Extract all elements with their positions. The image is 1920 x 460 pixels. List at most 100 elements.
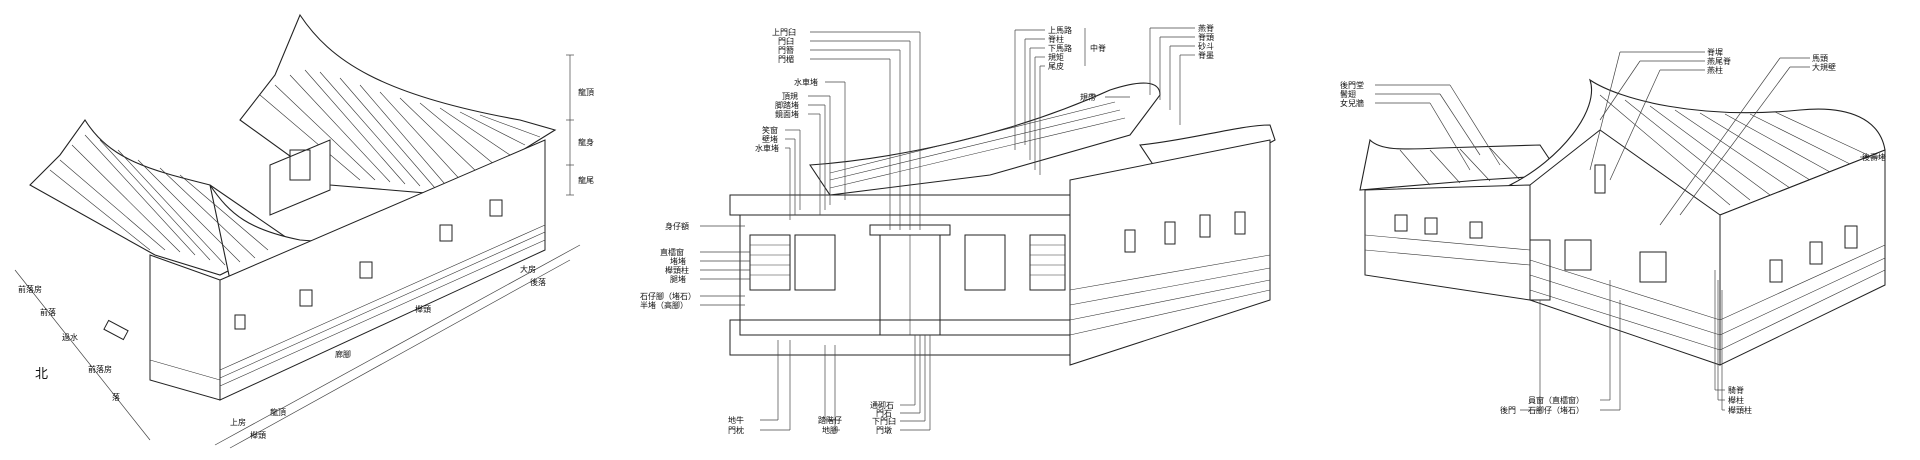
label-left-r5: 櫸頭 bbox=[415, 305, 431, 314]
label-mid-b1: 門枕 bbox=[728, 425, 744, 435]
leaders-top-mid bbox=[1014, 28, 1086, 175]
label-mid-tl3: 門楣 bbox=[778, 54, 794, 64]
label-mid-group: 中脊 bbox=[1090, 43, 1106, 53]
left-lattice-window bbox=[749, 234, 791, 291]
label-left-f0: 前落房 bbox=[18, 284, 42, 294]
label-mid-b5: 門石 bbox=[876, 409, 892, 418]
side-windows bbox=[234, 199, 503, 330]
label-left-f4: 落 bbox=[112, 392, 120, 402]
label-mid-l3: 鏡面堵 bbox=[775, 109, 799, 119]
label-mid-tl0: 上門臼 bbox=[772, 27, 796, 37]
label-mid-tm2: 下馬路 bbox=[1048, 43, 1072, 53]
label-mid-l12: 石仔腳（堵石） bbox=[640, 291, 696, 301]
label-mid-l10: 櫸頭柱 bbox=[665, 265, 689, 275]
front-step bbox=[103, 319, 129, 341]
label-mid-b0: 地牛 bbox=[728, 415, 744, 425]
inner-door bbox=[289, 149, 311, 181]
front-wall bbox=[149, 254, 221, 401]
label-right-l0: 後門堂 bbox=[1340, 80, 1364, 90]
left-roof-tiles bbox=[49, 134, 269, 266]
label-mid-tr1: 脊頭 bbox=[1198, 32, 1214, 42]
label-mid-b3: 地腳 bbox=[822, 425, 838, 435]
label-left-r2: 龍尾 bbox=[578, 175, 594, 185]
label-right-t2: 燕柱 bbox=[1707, 65, 1723, 75]
label-left-f3: 前落房 bbox=[88, 364, 112, 374]
label-mid-b7: 門墩 bbox=[876, 425, 892, 435]
right-lattice-window-2 bbox=[1029, 234, 1066, 291]
left-panel-courtyard-house: 龍頂 龍身 龍尾 大房 後落 櫸頭 廊腳 龍頂 前落房 前落 過水 前落房 落 … bbox=[14, 13, 594, 449]
label-mid-b6: 下門臼 bbox=[872, 416, 896, 426]
left-lattice-window-2 bbox=[794, 234, 836, 291]
label-right-right: 後壽堵 bbox=[1862, 152, 1886, 162]
label-left-r7: 龍頂 bbox=[270, 407, 286, 417]
label-mid-b2: 踏階仔 bbox=[818, 415, 842, 425]
leaders-right-top bbox=[1589, 51, 1810, 226]
stone-base bbox=[149, 224, 546, 387]
label-mid-tm4: 尾皮 bbox=[1048, 61, 1064, 71]
label-left-r4: 後落 bbox=[530, 277, 546, 287]
compass-north: 北 bbox=[35, 367, 48, 382]
label-left-r6: 廊腳 bbox=[335, 349, 351, 359]
label-right-l1: 鬢翅 bbox=[1340, 89, 1356, 99]
label-right-b5: 櫸頭柱 bbox=[1728, 405, 1752, 415]
label-mid-l1: 頂規 bbox=[782, 91, 798, 101]
label-mid-l11: 腿堵 bbox=[670, 274, 686, 284]
label-left-r0: 龍頂 bbox=[578, 87, 594, 97]
label-mid-tl2: 門簪 bbox=[778, 45, 794, 55]
leaders-left bbox=[700, 81, 846, 306]
label-mid-l8: 直櫺窗 bbox=[660, 247, 684, 257]
right-side-wall bbox=[1069, 139, 1271, 366]
leaders-right-left bbox=[1375, 84, 1501, 171]
lattice-pattern bbox=[750, 244, 1065, 276]
right-lattice-window bbox=[964, 234, 1006, 291]
label-right-t1: 燕尾脊 bbox=[1707, 56, 1731, 66]
label-right-b1: 員窗（直櫺窗） bbox=[1528, 395, 1584, 405]
label-right-b2: 石腳仔（堵石） bbox=[1528, 405, 1584, 415]
central-roof bbox=[809, 82, 1161, 196]
dimension-diagonal bbox=[214, 244, 581, 449]
label-right-b3: 騎脊 bbox=[1728, 385, 1744, 395]
label-right-b0: 後門 bbox=[1500, 405, 1516, 415]
label-mid-b4: 通砌石 bbox=[870, 400, 894, 410]
label-mid-l4: 笑窗 bbox=[762, 125, 778, 135]
label-mid-l2: 脚踏堵 bbox=[775, 100, 799, 110]
label-mid-l9: 堵堵 bbox=[670, 256, 686, 266]
label-mid-tr3: 脊墨 bbox=[1198, 50, 1214, 60]
right-panel-rear-view: 脊墀 燕尾脊 燕柱 馬頭 大規壁 後門堂 鬢翅 女兒牆 後壽堵 後門 員窗（直櫺… bbox=[1340, 47, 1886, 415]
label-left-f5: 上房 bbox=[230, 417, 246, 427]
main-roof-tiles bbox=[259, 69, 541, 191]
label-mid-l5: 壁堵 bbox=[762, 134, 778, 144]
rear-right-wall bbox=[1719, 149, 1886, 366]
leaders-top-right bbox=[1149, 27, 1195, 125]
label-left-r3: 大房 bbox=[520, 264, 536, 274]
central-roof-tiles bbox=[829, 101, 1126, 189]
label-mid-tm3: 規矩 bbox=[1048, 52, 1064, 62]
courtyard-inner-wall bbox=[269, 139, 331, 216]
middle-panel-front-elevation: 上門臼 門臼 門簪 門楣 上馬路 脊柱 下馬路 規矩 尾皮 中脊 燕脊 脊頭 砂… bbox=[640, 23, 1276, 435]
label-mid-l6: 水車堵 bbox=[755, 143, 779, 153]
leaders-right-bottom bbox=[1520, 270, 1725, 411]
label-mid-l7: 身仔額 bbox=[665, 221, 689, 231]
brick-courses bbox=[1069, 254, 1271, 336]
label-mid-tm0: 上馬路 bbox=[1048, 25, 1072, 35]
rear-roof-tiles bbox=[1399, 94, 1871, 206]
label-mid-l0: 水車堵 bbox=[794, 77, 818, 87]
label-mid-right-upper: 規帶 bbox=[1080, 92, 1096, 102]
rear-brick-courses bbox=[1364, 234, 1886, 351]
label-left-f1: 前落 bbox=[40, 307, 56, 317]
label-left-f6: 櫸頭 bbox=[250, 431, 266, 440]
leaders-top-left bbox=[810, 31, 921, 230]
side-wall-long bbox=[219, 139, 546, 401]
label-mid-l13: 半堵（高腳） bbox=[640, 300, 688, 310]
right-wall-windows bbox=[1124, 211, 1246, 253]
label-right-b4: 櫸柱 bbox=[1728, 395, 1744, 405]
label-left-f2: 過水 bbox=[62, 332, 78, 342]
label-mid-tm1: 脊柱 bbox=[1048, 34, 1064, 44]
label-mid-tr0: 燕脊 bbox=[1198, 23, 1214, 33]
leaders-bottom bbox=[760, 335, 931, 431]
rear-windows bbox=[1394, 164, 1858, 283]
label-right-t0: 脊墀 bbox=[1707, 47, 1723, 57]
eave-band bbox=[729, 194, 1101, 216]
